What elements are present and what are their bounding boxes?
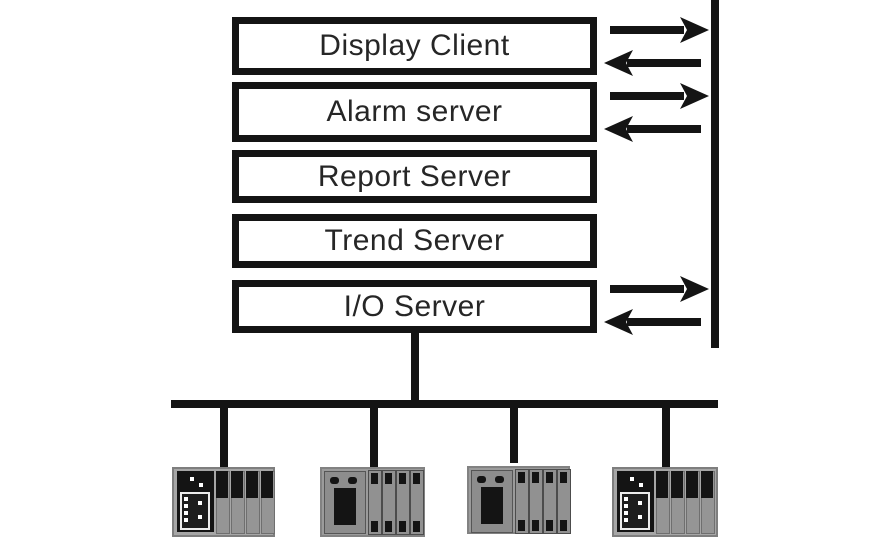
io-server-drop-line	[411, 333, 419, 403]
plc-rack-icon	[320, 467, 425, 537]
plc-rack-icon	[172, 467, 275, 537]
node-trend-server: Trend Server	[232, 214, 597, 268]
node-label: Report Server	[317, 159, 512, 193]
fieldbus-line	[171, 400, 718, 408]
plc-drop-line	[510, 402, 518, 463]
plc-cpu-unit	[471, 470, 513, 533]
plc-drop-line	[220, 402, 228, 467]
node-label: I/O Server	[343, 289, 486, 323]
arrow-right-icon	[610, 276, 709, 302]
node-io-server: I/O Server	[232, 280, 597, 333]
arrow-right-icon	[610, 17, 709, 43]
node-display-client: Display Client	[232, 17, 597, 75]
plc-cpu-unit	[324, 471, 366, 534]
plc-cpu-unit	[617, 471, 654, 532]
network-backbone-line	[711, 0, 719, 348]
plc-rack-icon	[612, 467, 718, 537]
plc-cpu-unit	[177, 471, 214, 532]
arrow-right-icon	[610, 83, 709, 109]
node-report-server: Report Server	[232, 150, 597, 203]
node-label: Trend Server	[324, 224, 505, 257]
plc-terminal-panel	[180, 492, 210, 530]
node-alarm-server: Alarm server	[232, 82, 597, 142]
node-label: Alarm server	[326, 95, 503, 128]
node-label: Display Client	[319, 29, 510, 62]
arrow-left-icon	[604, 309, 701, 335]
plc-display-window	[481, 487, 503, 524]
plc-drop-line	[662, 402, 670, 467]
plc-drop-line	[370, 402, 378, 467]
plc-rack-icon	[467, 466, 571, 534]
plc-terminal-panel	[620, 492, 650, 530]
plc-display-window	[334, 488, 356, 525]
arrow-left-icon	[604, 116, 701, 142]
arrow-left-icon	[604, 50, 701, 76]
